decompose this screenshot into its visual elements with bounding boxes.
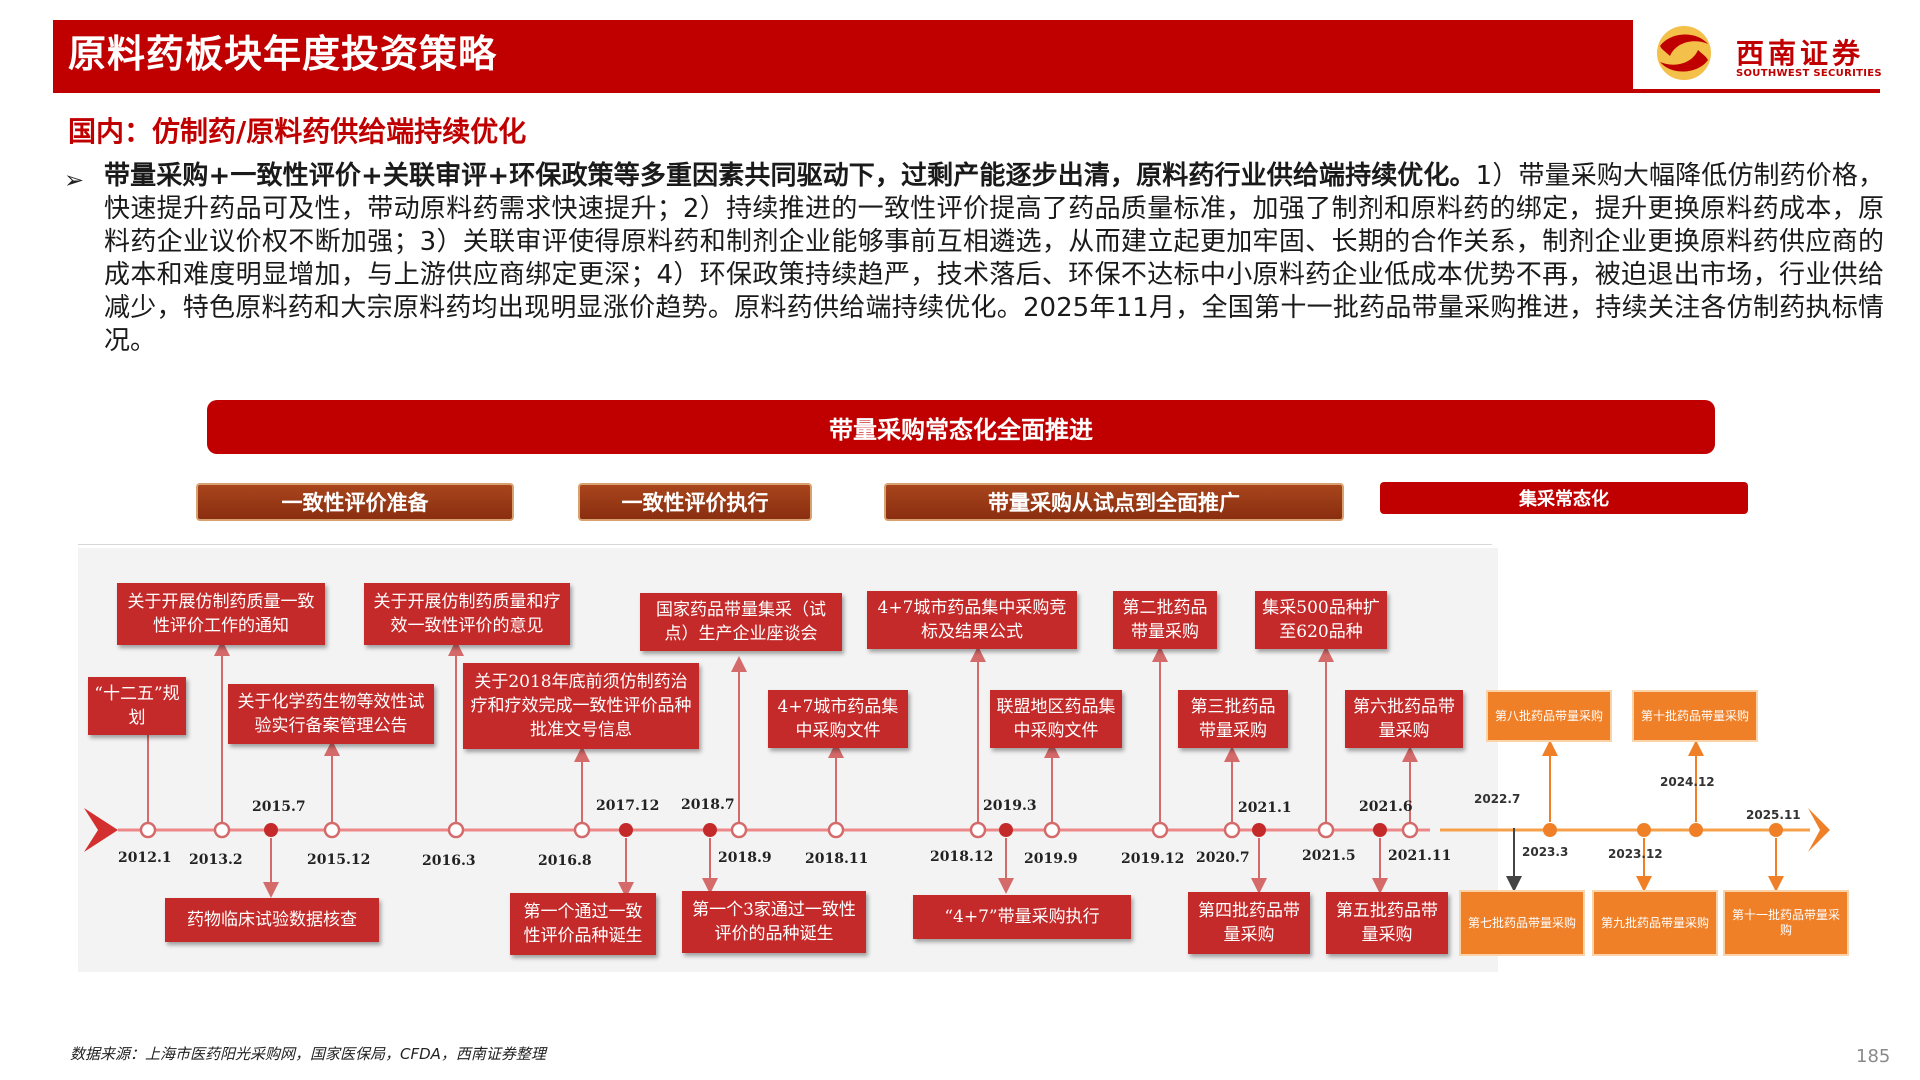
- event-box: 第一个通过一致性评价品种诞生: [510, 893, 656, 955]
- date-label: 2018.11: [805, 851, 869, 867]
- event-box: 第三批药品带量采购: [1178, 690, 1288, 748]
- phase-vbp-rollout: 带量采购从试点到全面推广: [884, 483, 1344, 521]
- phase-consistency-prep: 一致性评价准备: [196, 483, 514, 521]
- date-label: 2024.12: [1660, 775, 1715, 789]
- section-divider: [78, 544, 1492, 545]
- date-label: 2017.12: [596, 798, 660, 814]
- event-box: 4+7城市药品集中采购竞标及结果公式: [867, 591, 1077, 649]
- date-label: 2019.3: [983, 798, 1037, 814]
- date-label: 2016.3: [422, 853, 476, 869]
- orange-arrows: [1542, 740, 1784, 892]
- date-label: 2021.5: [1302, 848, 1356, 864]
- down-arrows: [263, 838, 1388, 898]
- event-box: “十二五”规划: [88, 677, 186, 735]
- logo-text-en: SOUTHWEST SECURITIES: [1736, 68, 1882, 79]
- timeline-nodes-hollow: [139, 821, 1419, 839]
- date-label: 2018.7: [681, 797, 735, 813]
- page-number: 185: [1856, 1046, 1891, 1067]
- page-title: 原料药板块年度投资策略: [68, 32, 498, 76]
- date-label: 2015.12: [307, 852, 371, 868]
- date-label: 2020.7: [1196, 850, 1250, 866]
- date-label: 2025.11: [1746, 808, 1801, 822]
- timeline-nodes-filled: [264, 823, 1387, 837]
- event-box: 第四批药品带量采购: [1188, 892, 1310, 954]
- logo-emblem-icon: [1657, 26, 1711, 80]
- event-box: 国家药品带量集采（试点）生产企业座谈会: [640, 593, 842, 651]
- date-label: 2021.1: [1238, 800, 1292, 816]
- body-bold-lead: 带量采购+一致性评价+关联审评+环保政策等多重因素共同驱动下，过剩产能逐步出清，…: [104, 161, 1476, 191]
- date-label: 2013.2: [189, 852, 243, 868]
- date-label: 2016.8: [538, 853, 592, 869]
- date-label: 2019.9: [1024, 851, 1078, 867]
- phase-consistency-exec: 一致性评价执行: [578, 483, 812, 521]
- date-label: 2023.12: [1608, 847, 1663, 861]
- event-box: 4+7城市药品集中采购文件: [768, 690, 908, 748]
- timeline-nodes-orange: [1543, 823, 1783, 837]
- event-box: 第二批药品带量采购: [1113, 591, 1217, 649]
- event-box: 第五批药品带量采购: [1326, 892, 1448, 954]
- data-source-note: 数据来源：上海市医药阳光采购网，国家医保局，CFDA，西南证券整理: [70, 1045, 546, 1063]
- section-subtitle: 国内：仿制药/原料药供给端持续优化: [68, 115, 527, 148]
- event-box: 关于开展仿制药质量一致性评价工作的通知: [117, 583, 325, 645]
- timeline-banner: 带量采购常态化全面推进: [207, 400, 1715, 454]
- date-label: 2022.7: [1474, 792, 1521, 806]
- date-label: 2021.11: [1388, 848, 1452, 864]
- event-box: 集采500品种扩至620品种: [1255, 591, 1387, 649]
- date-label: 2023.3: [1522, 845, 1569, 859]
- phase-normalization: 集采常态化: [1380, 482, 1748, 514]
- up-arrows: [140, 640, 1418, 822]
- orange-event-box: 第十批药品带量采购: [1632, 690, 1758, 742]
- date-label: 2021.6: [1359, 799, 1413, 815]
- logo-text-cn: 西南证券: [1736, 37, 1865, 70]
- header-underline: [53, 89, 1880, 93]
- event-box: 第六批药品带量采购: [1345, 690, 1463, 748]
- event-box: 关于2018年底前须仿制药治疗和疗效完成一致性评价品种批准文号信息: [463, 663, 699, 749]
- date-label: 2019.12: [1121, 851, 1185, 867]
- body-text: 1）带量采购大幅降低仿制药价格，快速提升药品可及性，带动原料药需求快速提升；2）…: [104, 161, 1885, 356]
- orange-event-box: 第八批药品带量采购: [1486, 690, 1612, 742]
- event-box: 药物临床试验数据核查: [165, 898, 379, 942]
- event-box: 关于开展仿制药质量和疗效一致性评价的意见: [364, 583, 570, 645]
- header-bar: [53, 20, 1633, 92]
- event-box: “4+7”带量采购执行: [913, 895, 1131, 939]
- date-label: 2018.12: [930, 849, 994, 865]
- event-box: 关于化学药生物等效性试验实行备案管理公告: [228, 684, 434, 744]
- bullet-arrow-icon: ➢: [64, 166, 85, 194]
- date-label: 2018.9: [718, 850, 772, 866]
- date-label: 2012.1: [118, 850, 172, 866]
- body-paragraph: 带量采购+一致性评价+关联审评+环保政策等多重因素共同驱动下，过剩产能逐步出清，…: [104, 160, 1884, 358]
- event-box: 联盟地区药品集中采购文件: [990, 690, 1122, 748]
- orange-event-box: 第七批药品带量采购: [1459, 890, 1585, 956]
- date-label: 2015.7: [252, 799, 306, 815]
- orange-event-box: 第十一批药品带量采购: [1723, 890, 1849, 956]
- orange-event-box: 第九批药品带量采购: [1592, 890, 1718, 956]
- company-logo: 西南证券 SOUTHWEST SECURITIES: [1648, 22, 1888, 84]
- event-box: 第一个3家通过一致性评价的品种诞生: [682, 891, 866, 953]
